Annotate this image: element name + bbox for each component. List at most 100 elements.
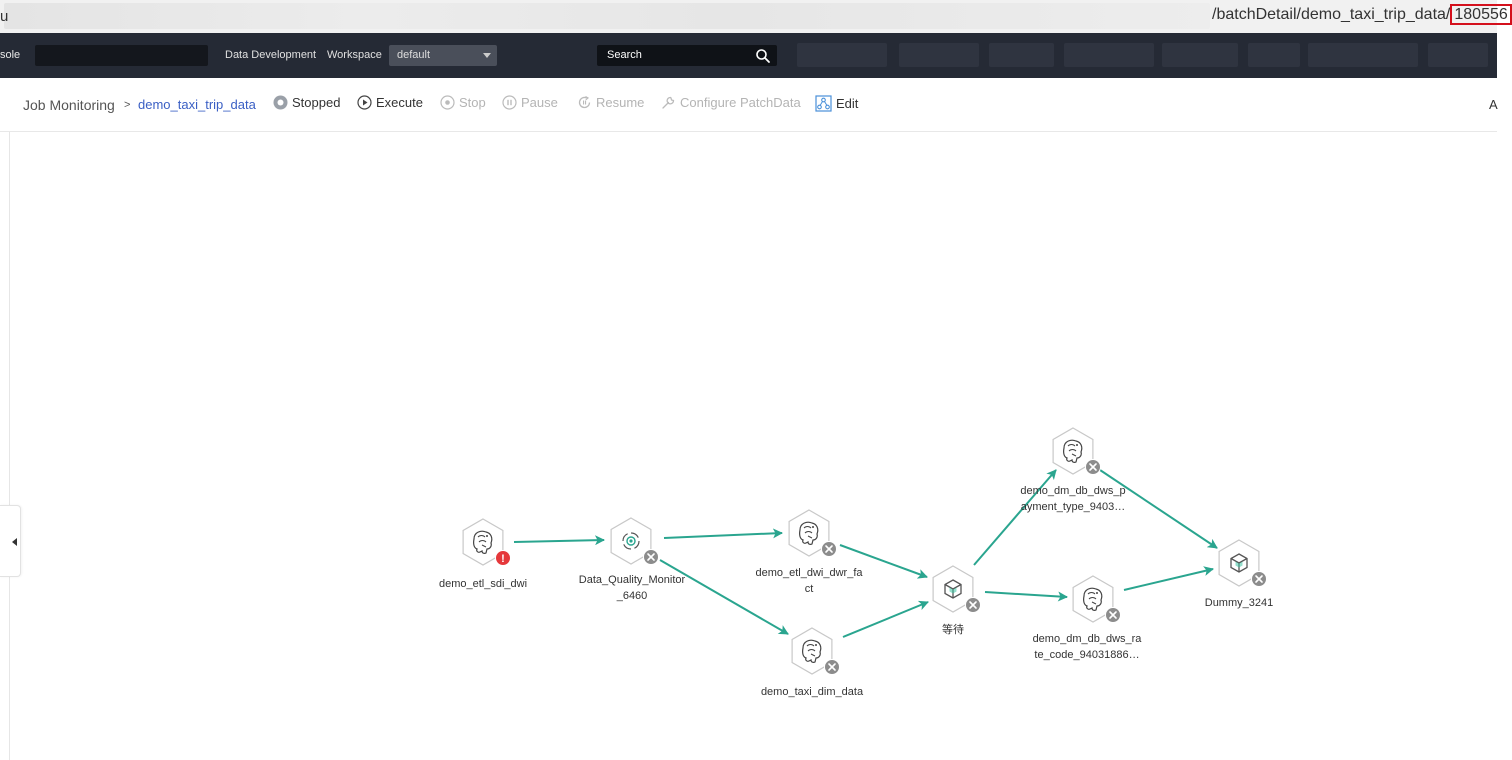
node-hexagon <box>788 509 830 557</box>
resume-button[interactable]: Resume <box>577 95 644 110</box>
panel-divider <box>9 132 10 760</box>
node-label-line: Dummy_3241 <box>1204 597 1274 609</box>
browser-url-bar[interactable]: u /batchDetail/demo_taxi_trip_data/18055… <box>0 0 1512 33</box>
node-hexagon <box>1072 575 1114 623</box>
exclamation-icon: ! <box>501 553 505 565</box>
dag-node[interactable] <box>932 565 981 613</box>
execute-label: Execute <box>376 95 423 110</box>
url-blurred-segment <box>4 3 1210 29</box>
url-path-text: /batchDetail/demo_taxi_trip_data/ <box>1212 6 1451 23</box>
top-navigation: sole Data Development Workspace default … <box>0 33 1497 78</box>
stop-label: Stop <box>459 95 486 110</box>
node-label-line: _6460 <box>616 590 648 602</box>
error-badge-icon <box>495 550 511 566</box>
stop-icon <box>440 95 455 110</box>
nav-data-development[interactable]: Data Development <box>225 49 317 61</box>
node-label-line: ct <box>804 583 814 595</box>
nav-blurred-item[interactable] <box>899 43 979 67</box>
x-icon <box>969 601 977 609</box>
node-label: demo_taxi_dim_data <box>742 684 882 700</box>
pause-icon <box>502 95 517 110</box>
redacted-region <box>35 45 208 66</box>
configure-patchdata-button[interactable]: Configure PatchData <box>661 95 801 110</box>
x-icon <box>828 663 836 671</box>
toolbar-right-item[interactable]: A <box>1489 97 1498 112</box>
configure-patchdata-label: Configure PatchData <box>680 95 801 110</box>
x-icon <box>1255 575 1263 583</box>
x-icon <box>1109 611 1117 619</box>
node-hexagon <box>462 518 504 566</box>
execute-button[interactable]: Execute <box>357 95 423 110</box>
node-label-line: demo_etl_dwi_dwr_fa <box>755 567 863 579</box>
nav-blurred-item[interactable] <box>989 43 1054 67</box>
chevron-down-icon <box>483 53 491 58</box>
breadcrumb-job-name[interactable]: demo_taxi_trip_data <box>138 97 256 112</box>
nav-blurred-item[interactable] <box>797 43 887 67</box>
nav-blurred-item[interactable] <box>1162 43 1238 67</box>
dag-edge <box>1123 566 1214 591</box>
nav-blurred-item[interactable] <box>1428 43 1488 67</box>
workspace-value: default <box>397 49 431 61</box>
nav-blurred-item[interactable] <box>1308 43 1418 67</box>
node-label-line: demo_taxi_dim_data <box>760 686 864 698</box>
dag-edge <box>663 528 783 539</box>
wrench-icon <box>662 96 675 109</box>
url-prefix: u <box>0 8 9 25</box>
search-placeholder: Search <box>607 49 642 61</box>
edit-button[interactable]: Edit <box>815 95 858 112</box>
node-label-line: demo_etl_sdi_dwi <box>438 578 528 590</box>
search-input[interactable]: Search <box>597 45 777 66</box>
play-icon <box>357 95 372 110</box>
node-label: demo_etl_sdi_dwi <box>413 576 553 592</box>
x-icon <box>825 545 833 553</box>
node-label: Dummy_3241 <box>1169 595 1309 611</box>
job-toolbar: Job Monitoring > demo_taxi_trip_data Sto… <box>0 78 1498 132</box>
edit-flow-icon <box>815 95 832 112</box>
breadcrumb-job-monitoring[interactable]: Job Monitoring <box>23 97 115 113</box>
dag-node[interactable] <box>1072 575 1121 623</box>
workspace-label: Workspace <box>327 49 382 61</box>
console-label[interactable]: sole <box>0 49 21 61</box>
url-job-id-highlight: 180556 <box>1450 4 1512 25</box>
url-path: /batchDetail/demo_taxi_trip_data/180556 <box>1212 4 1512 25</box>
resume-icon <box>578 95 591 109</box>
dag-node[interactable]: ! <box>462 518 511 566</box>
pause-label: Pause <box>521 95 558 110</box>
dag-edge <box>513 535 605 546</box>
dag-node[interactable] <box>788 509 837 557</box>
node-label: demo_dm_db_dws_p ayment_type_9403… <box>1003 483 1143 515</box>
stop-button[interactable]: Stop <box>440 95 486 110</box>
node-label: demo_dm_db_dws_ra te_code_94031886… <box>1017 631 1157 663</box>
x-icon <box>647 553 655 561</box>
status-stopped: Stopped <box>273 95 340 110</box>
nav-blurred-item[interactable] <box>1248 43 1300 67</box>
breadcrumb-separator: > <box>124 99 131 111</box>
edit-label: Edit <box>836 96 859 111</box>
status-label: Stopped <box>292 95 341 110</box>
workspace-select[interactable]: default <box>389 45 497 66</box>
node-label-line: Data_Quality_Monitor <box>578 574 686 586</box>
dag-node[interactable] <box>791 627 840 675</box>
node-label-line: demo_dm_db_dws_p <box>1020 485 1126 497</box>
panel-collapse-button[interactable] <box>0 505 21 577</box>
nodes-layer: ! <box>462 427 1267 675</box>
dag-node[interactable] <box>1052 427 1101 475</box>
x-icon <box>1089 463 1097 471</box>
node-label-line: te_code_94031886… <box>1034 649 1140 661</box>
pause-button[interactable]: Pause <box>502 95 558 110</box>
node-label: Data_Quality_Monitor _6460 <box>562 572 702 604</box>
node-hexagon <box>1052 427 1094 475</box>
dag-node[interactable] <box>1218 539 1267 587</box>
search-icon[interactable] <box>755 48 771 64</box>
node-label: 等待 <box>883 622 1023 638</box>
nav-blurred-item[interactable] <box>1064 43 1154 67</box>
dag-node[interactable] <box>610 517 659 565</box>
node-hexagon <box>791 627 833 675</box>
dag-edge <box>984 591 1068 602</box>
collapse-left-icon <box>12 538 17 546</box>
node-label-line: demo_dm_db_dws_ra <box>1032 633 1142 645</box>
node-label-line: 等待 <box>942 624 964 636</box>
stopped-status-icon <box>273 95 288 110</box>
node-label-line: ayment_type_9403… <box>1020 501 1126 513</box>
